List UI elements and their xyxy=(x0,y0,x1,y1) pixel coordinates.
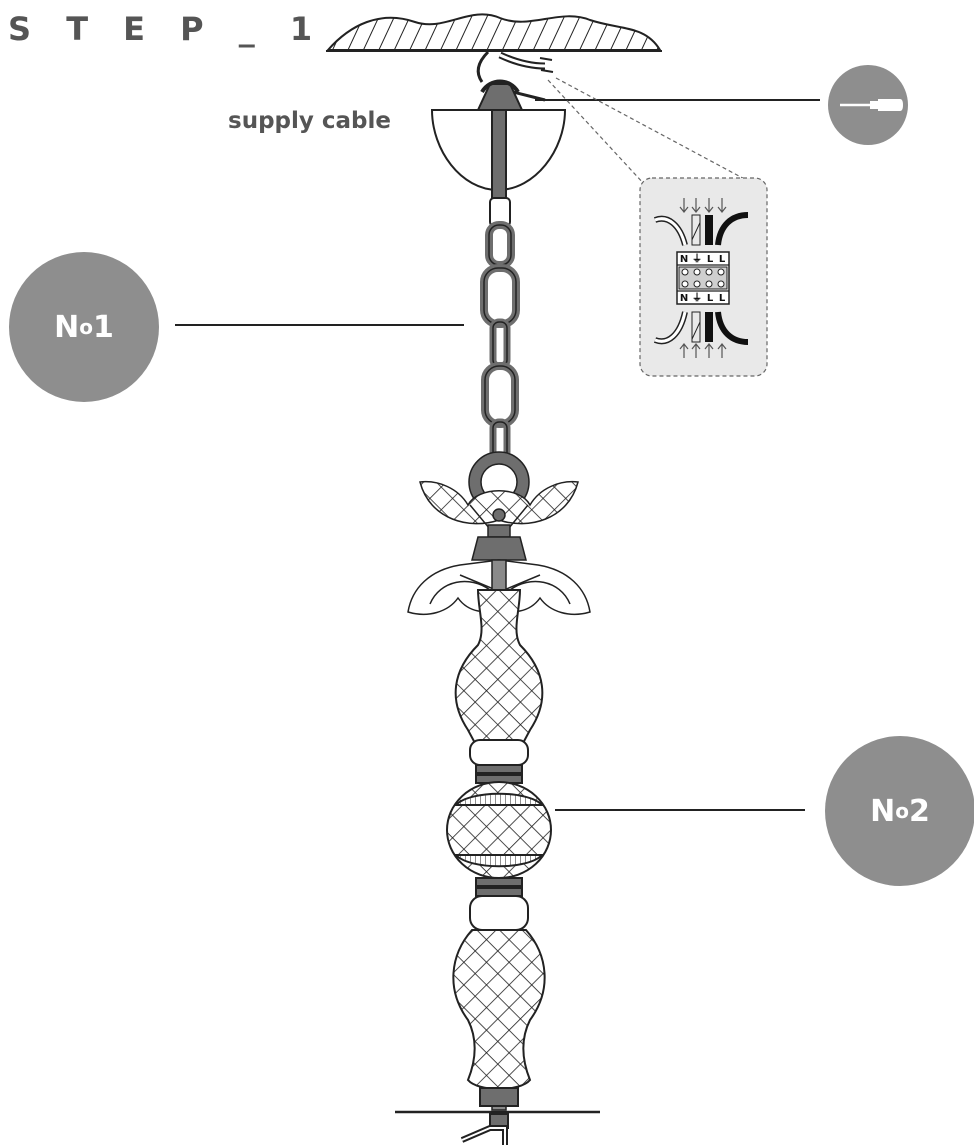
supply-cable-label: supply cable xyxy=(228,108,391,134)
screwdriver-badge xyxy=(828,65,908,145)
badge-no2-number: 2 xyxy=(908,793,930,829)
screwdriver-icon xyxy=(840,99,903,111)
chain xyxy=(480,197,520,462)
terminal-detail-callout: N ⏚ L L N ⏚ L L xyxy=(547,77,768,377)
badge-no1-number: 1 xyxy=(92,309,114,345)
hook-bracket xyxy=(476,79,524,201)
crystal-vase-lower xyxy=(452,887,546,1107)
badge-no1-sup: o xyxy=(79,315,93,339)
metal-collar xyxy=(471,524,527,561)
bottom-fixing xyxy=(395,1110,600,1145)
badge-no2-sup: o xyxy=(895,799,909,823)
terminal-bottom-n: N xyxy=(680,293,688,304)
terminal-bottom-l1: L xyxy=(707,293,714,304)
terminal-top-l2: L xyxy=(719,254,726,265)
crystal-ball xyxy=(446,774,552,887)
ceiling xyxy=(325,13,662,52)
terminal-bottom-l2: L xyxy=(719,293,726,304)
step-title: S T E P _ 1 xyxy=(8,10,325,48)
terminal-top-l1: L xyxy=(707,254,714,265)
crystal-vase-upper xyxy=(454,589,544,774)
badge-no2-prefix: N xyxy=(870,793,896,829)
terminal-bottom-earth: ⏚ xyxy=(692,292,702,304)
terminal-top-n: N xyxy=(680,254,688,265)
badge-no1-prefix: N xyxy=(54,309,80,345)
terminal-top-earth: ⏚ xyxy=(692,253,702,265)
